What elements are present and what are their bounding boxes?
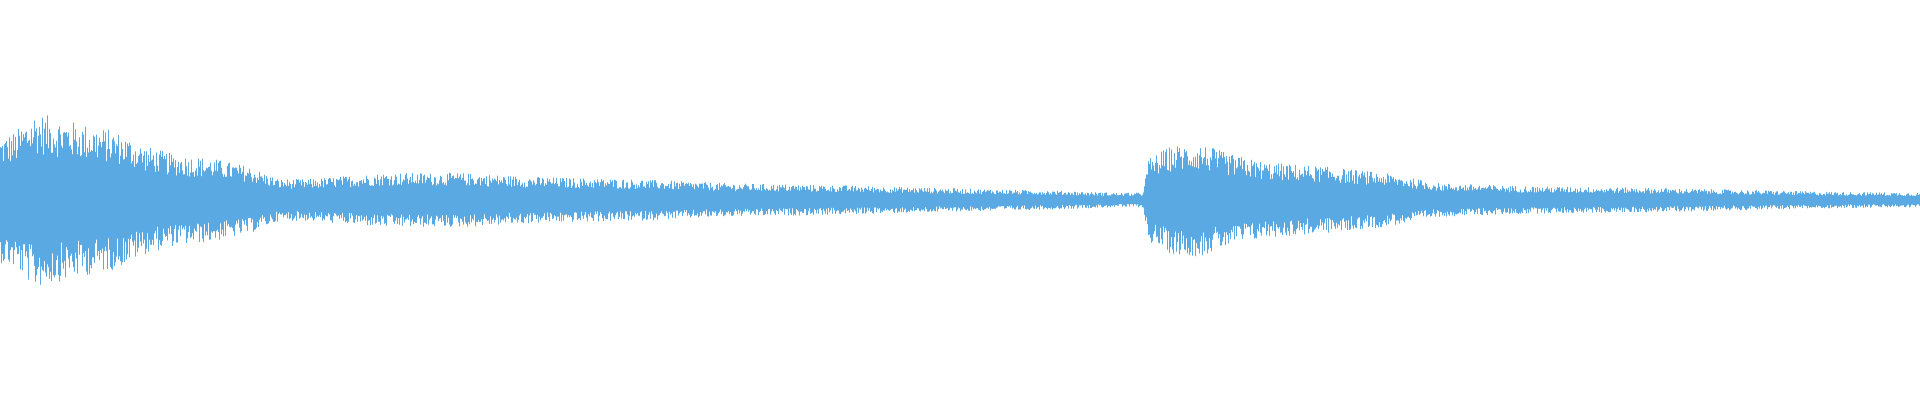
waveform-bars — [0, 115, 1920, 285]
